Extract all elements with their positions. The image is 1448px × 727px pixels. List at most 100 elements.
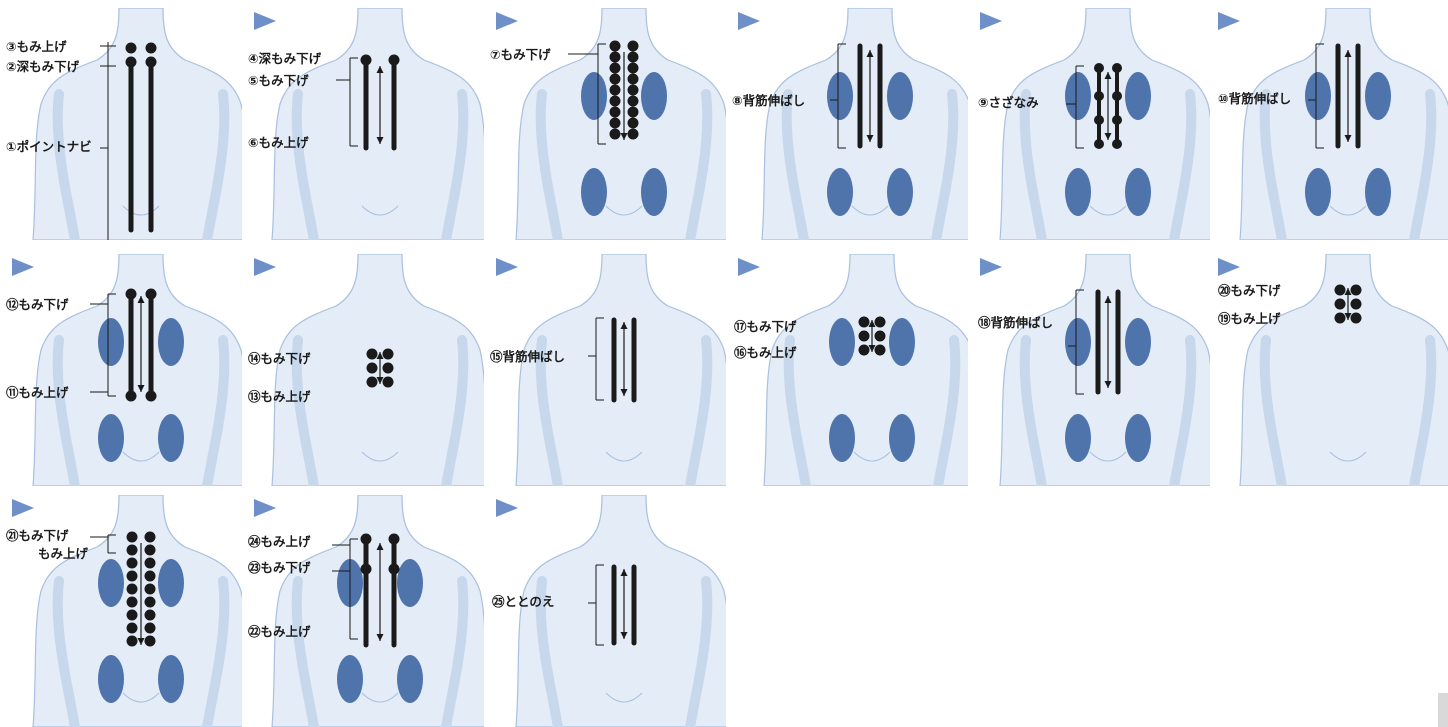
roller-dot	[610, 96, 621, 107]
roller-dot	[145, 532, 156, 543]
page-edge-tab	[1438, 693, 1448, 727]
roller-dot	[127, 571, 138, 582]
step-label: ⑳もみ下げ	[1218, 284, 1281, 298]
step-label: ㉕ととのえ	[492, 595, 554, 609]
play-arrow-icon	[496, 499, 518, 517]
panel-7: ⑫もみ下げ ⑪もみ上げ	[4, 254, 242, 486]
roller-dot	[1112, 115, 1122, 125]
roller-dot	[628, 96, 639, 107]
panel-13: ㉑もみ下げ もみ上げ	[4, 495, 242, 727]
hip-right	[887, 168, 913, 216]
roller-dot	[610, 52, 621, 63]
shoulder-blade-right	[1125, 72, 1151, 120]
play-arrow-icon	[254, 258, 276, 276]
step-label: ⑬もみ上げ	[248, 390, 311, 404]
torso-figure	[246, 495, 484, 727]
roller-dot	[610, 107, 621, 118]
torso-figure	[972, 254, 1210, 486]
hip-left	[827, 168, 853, 216]
panel-2: ④深もみ下げ ⑤もみ下げ ⑥もみ上げ	[246, 8, 484, 240]
roller-dot	[1094, 115, 1104, 125]
torso-figure	[972, 8, 1210, 240]
step-label: もみ上げ	[38, 547, 88, 561]
hip-left	[98, 655, 124, 703]
roller-dot	[875, 317, 886, 328]
roller-dot	[610, 74, 621, 85]
hip-right	[1365, 168, 1391, 216]
roller-dot	[610, 129, 621, 140]
step-label: ㉑もみ下げ	[6, 529, 69, 543]
roller-dot	[628, 107, 639, 118]
panel-14: ㉔もみ上げ ㉓もみ下げ ㉒もみ上げ	[246, 495, 484, 727]
panel-6: ⑩背筋伸ばし	[1210, 8, 1448, 240]
play-arrow-icon	[1218, 12, 1240, 30]
hip-right	[641, 168, 667, 216]
roller-dot	[610, 41, 621, 52]
step-label: ⑰もみ下げ	[734, 320, 797, 334]
step-label: ⑭もみ下げ	[248, 352, 311, 366]
shoulder-blade-left	[1305, 72, 1331, 120]
roller-dot	[146, 289, 157, 300]
shoulder-blade-left	[581, 72, 607, 120]
roller-dot	[145, 623, 156, 634]
roller-dot	[628, 52, 639, 63]
roller-dot	[389, 534, 400, 545]
hip-right	[889, 414, 915, 462]
shoulder-blade-left	[98, 318, 124, 366]
roller-dot	[1351, 285, 1362, 296]
roller-dot	[859, 331, 870, 342]
roller-dot	[1094, 63, 1104, 73]
roller-dot	[145, 558, 156, 569]
roller-dot	[367, 363, 378, 374]
shoulder-blade-right	[887, 72, 913, 120]
roller-dot	[127, 623, 138, 634]
shoulder-blade-right	[1125, 318, 1151, 366]
roller-dot	[127, 545, 138, 556]
play-arrow-icon	[980, 258, 1002, 276]
step-label: ⑧背筋伸ばし	[732, 94, 805, 108]
torso-figure	[488, 254, 726, 486]
roller-dot	[389, 55, 400, 66]
step-label: ㉔もみ上げ	[248, 535, 311, 549]
roller-dot	[126, 43, 137, 54]
hip-right	[158, 414, 184, 462]
roller-dot	[389, 564, 400, 575]
roller-dot	[875, 331, 886, 342]
roller-dot	[1112, 63, 1122, 73]
roller-dot	[628, 41, 639, 52]
hip-right	[1125, 168, 1151, 216]
hip-left	[1065, 414, 1091, 462]
panel-3: ⑦もみ下げ	[488, 8, 726, 240]
play-arrow-icon	[980, 12, 1002, 30]
play-arrow-icon	[12, 499, 34, 517]
play-arrow-icon	[1218, 258, 1240, 276]
step-label: ㉒もみ上げ	[248, 625, 311, 639]
shoulder-blade-right	[889, 318, 915, 366]
roller-dot	[145, 597, 156, 608]
roller-dot	[361, 564, 372, 575]
roller-dot	[628, 85, 639, 96]
roller-dot	[859, 317, 870, 328]
roller-dot	[361, 55, 372, 66]
roller-dot	[146, 57, 157, 68]
torso-figure	[488, 8, 726, 240]
step-label: ⑥もみ上げ	[248, 136, 309, 150]
roller-dot	[1335, 285, 1346, 296]
play-arrow-icon	[496, 258, 518, 276]
step-label: ⑮背筋伸ばし	[490, 350, 565, 364]
play-arrow-icon	[254, 12, 276, 30]
play-arrow-icon	[12, 258, 34, 276]
hip-right	[397, 655, 423, 703]
roller-dot	[145, 584, 156, 595]
roller-dot	[127, 532, 138, 543]
roller-dot	[127, 610, 138, 621]
roller-dot	[126, 57, 137, 68]
roller-dot	[145, 636, 156, 647]
shoulder-blade-right	[641, 72, 667, 120]
shoulder-blade-left	[98, 559, 124, 607]
torso-figure	[730, 8, 968, 240]
roller-dot	[875, 345, 886, 356]
torso-figure	[4, 254, 242, 486]
hip-left	[581, 168, 607, 216]
